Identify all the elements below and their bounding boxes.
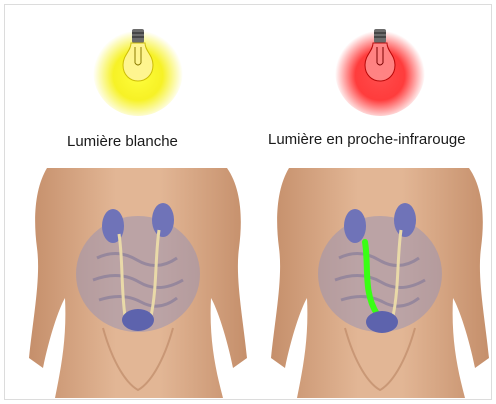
caption-white-light: Lumière blanche <box>67 133 178 150</box>
bladder <box>366 311 398 333</box>
caption-near-infrared: Lumière en proche-infrarouge <box>268 131 466 148</box>
figure-frame: Lumière blanche Lumière en proche-infrar… <box>4 4 492 400</box>
bladder <box>122 309 154 331</box>
light-bulb-icon <box>335 19 425 119</box>
light-bulb-icon <box>93 19 183 119</box>
kidney-left <box>344 209 366 243</box>
torso-illustration-right <box>269 168 491 398</box>
torso-illustration-left <box>27 168 249 398</box>
kidney-right <box>394 203 416 237</box>
kidney-right <box>152 203 174 237</box>
